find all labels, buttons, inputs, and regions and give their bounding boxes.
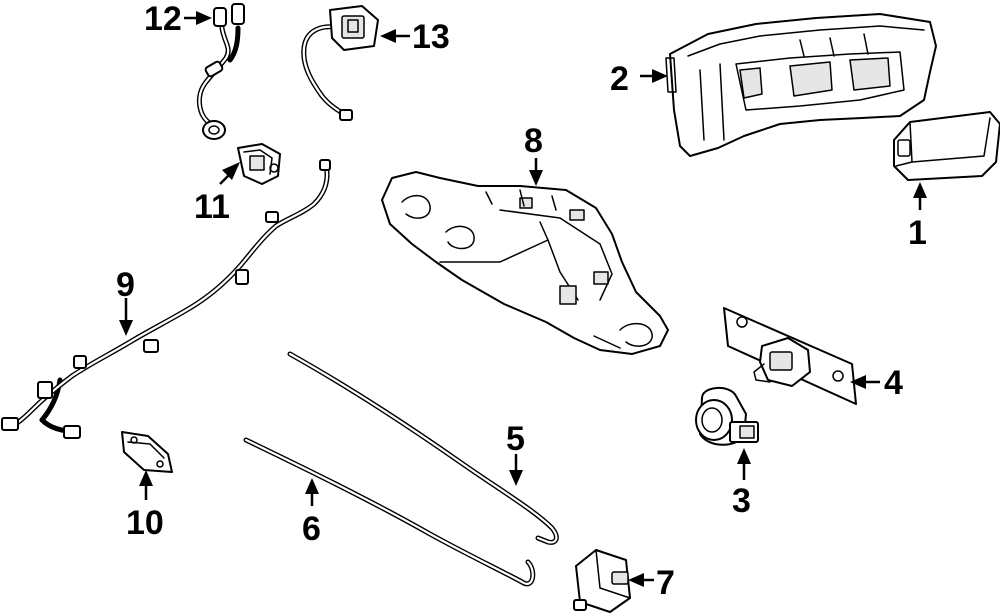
part-11-sensor [237, 143, 281, 185]
callout-4: 4 [884, 364, 903, 402]
part-13-connector [301, 5, 379, 121]
part-12-pigtail [196, 3, 245, 140]
callout-3: 3 [732, 482, 751, 520]
part-6-rod [243, 437, 536, 587]
part-2-bracket-assembly [665, 13, 937, 157]
part-7-switch [573, 549, 631, 613]
callout-13: 13 [412, 18, 450, 56]
callout-leaders [119, 11, 927, 587]
callout-9: 9 [116, 266, 135, 304]
callout-8: 8 [524, 122, 543, 160]
callout-1: 1 [908, 214, 927, 252]
callout-12: 12 [144, 0, 182, 38]
callout-6: 6 [302, 510, 321, 548]
part-5-rod [287, 351, 559, 545]
callout-7: 7 [656, 564, 675, 602]
callout-10: 10 [126, 504, 164, 542]
callout-5: 5 [506, 420, 525, 458]
part-3-parking-sensor [695, 387, 759, 446]
part-8-plate [381, 171, 669, 355]
part-4-sensor-bracket [723, 307, 857, 405]
part-1-module [893, 111, 1000, 181]
part-10-bracket [121, 431, 173, 473]
part-9-harness [1, 159, 331, 439]
callout-2: 2 [610, 60, 629, 98]
callout-labels: 12 13 2 11 8 1 9 4 3 10 5 6 7 [116, 0, 927, 602]
callout-11: 11 [194, 188, 230, 226]
